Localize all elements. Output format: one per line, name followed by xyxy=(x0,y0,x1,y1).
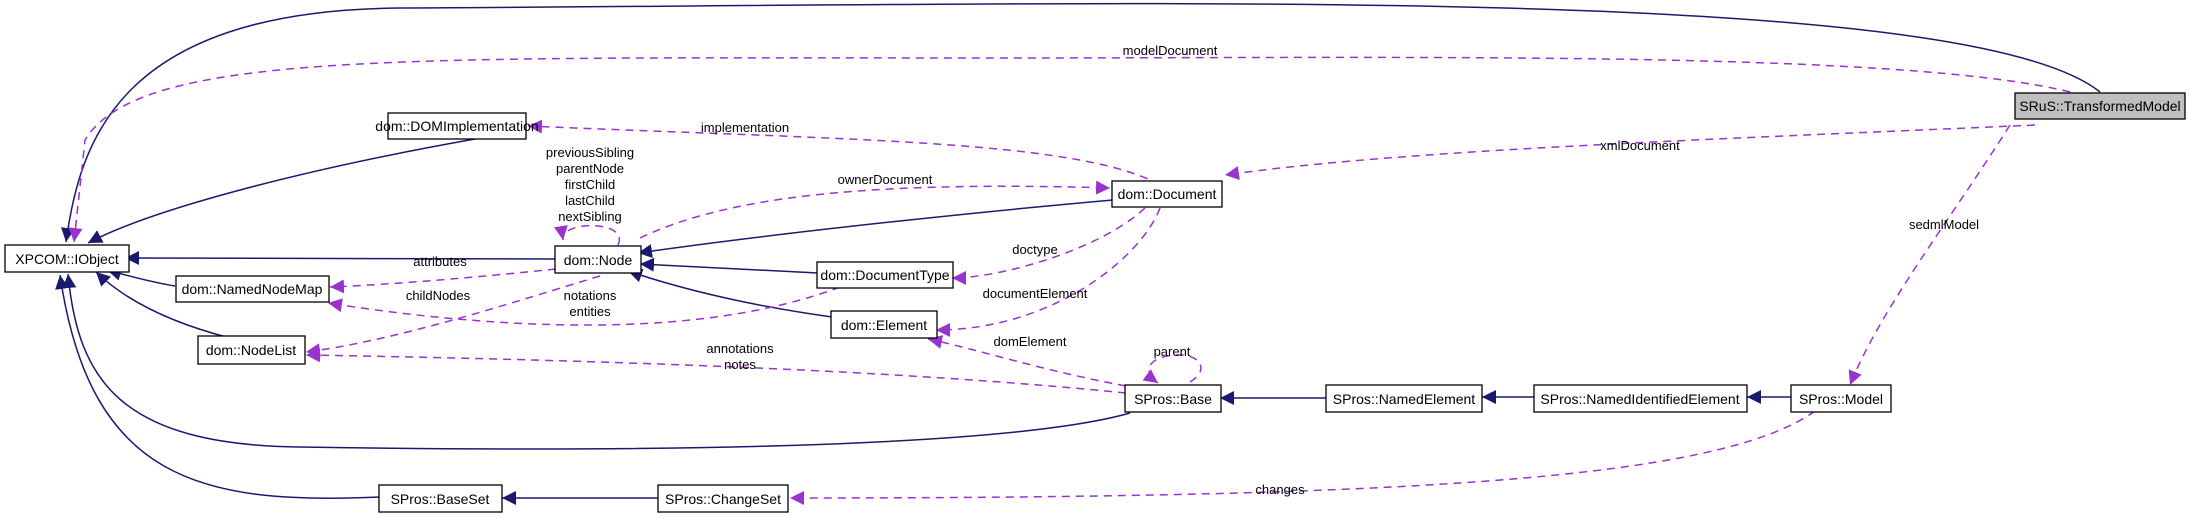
node-element-label: dom::Element xyxy=(841,317,927,333)
node-transformedmodel[interactable]: SRuS::TransformedModel xyxy=(2014,92,2186,120)
edge-annotations-notes xyxy=(305,348,1127,394)
edge-childnodes xyxy=(305,275,601,358)
node-baseset-label: SPros::BaseSet xyxy=(391,491,490,507)
label-ownerdocument: ownerDocument xyxy=(838,172,933,187)
node-iobject[interactable]: XPCOM::IObject xyxy=(4,244,130,273)
edge-modeldocument xyxy=(68,56,2071,243)
node-document[interactable]: dom::Document xyxy=(1111,180,1223,208)
label-nextsibling: nextSibling xyxy=(558,209,622,224)
node-documenttype[interactable]: dom::DocumentType xyxy=(816,261,954,289)
label-notations: notations xyxy=(564,288,617,303)
edge-changes xyxy=(789,410,1816,505)
node-iobject-label: XPCOM::IObject xyxy=(15,251,119,267)
node-base-label: SPros::Base xyxy=(1134,391,1212,407)
node-documenttype-label: dom::DocumentType xyxy=(820,267,949,283)
node-element[interactable]: dom::Element xyxy=(830,310,938,339)
label-lastchild: lastChild xyxy=(565,193,615,208)
label-changes: changes xyxy=(1255,482,1305,497)
edge-node-self xyxy=(554,224,621,246)
inheritance-edges xyxy=(55,2,2101,505)
label-notes: notes xyxy=(724,357,756,372)
edge-document-to-node xyxy=(637,199,1114,258)
label-sedmlmodel: sedmlModel xyxy=(1909,217,1979,232)
edge-documentelement xyxy=(935,207,1161,337)
node-namedidentifiedelement[interactable]: SPros::NamedIdentifiedElement xyxy=(1533,384,1748,413)
edge-doctype xyxy=(951,207,1146,285)
edge-domelement xyxy=(927,335,1127,387)
edge-node-to-iobject xyxy=(124,251,557,266)
edge-implementation xyxy=(527,119,1161,186)
node-namedelement-label: SPros::NamedElement xyxy=(1333,391,1476,407)
edge-base-parent xyxy=(1142,354,1202,384)
edge-documenttype-to-node xyxy=(639,257,819,274)
label-previoussibling: previousSibling xyxy=(546,145,634,160)
label-implementation: implementation xyxy=(701,120,789,135)
label-childnodes: childNodes xyxy=(406,288,471,303)
label-xmldocument: xmlDocument xyxy=(1600,138,1680,153)
label-firstchild: firstChild xyxy=(565,177,616,192)
label-domelement: domElement xyxy=(994,334,1067,349)
edge-nodelist-to-iobject xyxy=(95,271,231,339)
node-nodelist-label: dom::NodeList xyxy=(206,342,296,358)
node-document-label: dom::Document xyxy=(1118,186,1217,202)
node-baseset[interactable]: SPros::BaseSet xyxy=(378,484,503,513)
nodes: SRuS::TransformedModel XPCOM::IObject do… xyxy=(4,92,2186,513)
edge-transformedmodel-to-iobject xyxy=(60,2,2101,243)
node-model-label: SPros::Model xyxy=(1799,391,1883,407)
node-domimplementation[interactable]: dom::DOMImplementation xyxy=(375,112,539,140)
node-changeset[interactable]: SPros::ChangeSet xyxy=(657,484,789,513)
label-documentelement: documentElement xyxy=(983,286,1088,301)
edge-notations-entities xyxy=(327,286,841,326)
edge-element-to-node xyxy=(627,268,833,318)
label-doctype: doctype xyxy=(1012,242,1058,257)
label-attributes: attributes xyxy=(413,254,467,269)
node-changeset-label: SPros::ChangeSet xyxy=(665,491,781,507)
node-node-label: dom::Node xyxy=(564,252,633,268)
node-domimplementation-label: dom::DOMImplementation xyxy=(375,118,538,134)
edge-base-to-iobject xyxy=(62,273,1131,450)
usage-edges xyxy=(68,56,2071,505)
edge-labels: modelDocument xmlDocument implementation… xyxy=(406,43,1979,497)
label-annotations: annotations xyxy=(706,341,774,356)
node-nodelist[interactable]: dom::NodeList xyxy=(197,335,306,365)
edge-sedmlmodel xyxy=(1848,124,2011,386)
edge-ownerdocument xyxy=(639,180,1111,239)
label-parentnode: parentNode xyxy=(556,161,624,176)
node-base[interactable]: SPros::Base xyxy=(1124,384,1222,413)
node-namednodemap[interactable]: dom::NamedNodeMap xyxy=(175,275,330,303)
label-modeldocument: modelDocument xyxy=(1123,43,1218,58)
node-transformedmodel-label: SRuS::TransformedModel xyxy=(2019,98,2180,114)
label-entities: entities xyxy=(569,304,611,319)
edge-xmldocument xyxy=(1224,124,2036,180)
edge-attributes xyxy=(329,268,557,294)
edge-baseset-to-iobject xyxy=(55,274,381,499)
edge-domimplementation-to-iobject xyxy=(87,138,476,244)
node-namedelement[interactable]: SPros::NamedElement xyxy=(1325,384,1483,413)
node-model[interactable]: SPros::Model xyxy=(1790,384,1892,413)
node-namednodemap-label: dom::NamedNodeMap xyxy=(182,281,323,297)
node-namedidentifiedelement-label: SPros::NamedIdentifiedElement xyxy=(1540,391,1739,407)
label-parent: parent xyxy=(1154,344,1191,359)
node-node[interactable]: dom::Node xyxy=(554,245,642,274)
